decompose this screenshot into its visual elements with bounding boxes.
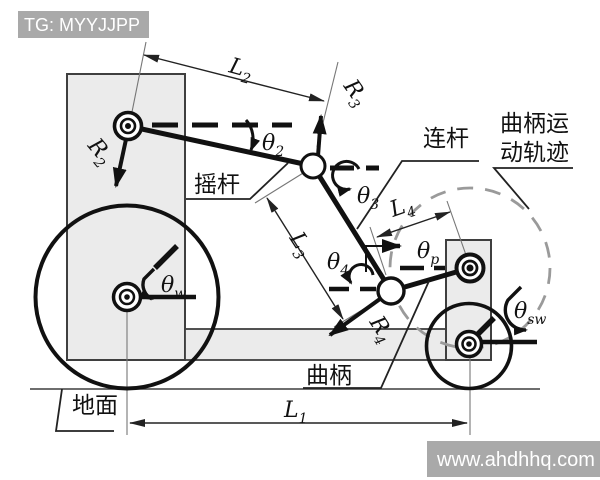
- dim-l4: [376, 211, 451, 238]
- r3-arrow: [312, 114, 327, 157]
- joints: [112, 110, 486, 306]
- label-L4: L4: [386, 191, 419, 226]
- theta4-arc: [340, 263, 375, 285]
- watermark-top-left-text: TG: MYYJJPP: [24, 15, 140, 35]
- watermark-top-left: TG: MYYJJPP: [18, 11, 149, 38]
- label-trajectory-line2: 动轨迹: [500, 140, 569, 166]
- left-hub-center: [124, 294, 130, 300]
- dim-l2: [143, 54, 325, 102]
- connecting-rod-leader: [356, 160, 479, 230]
- left-wheel: [33, 203, 221, 391]
- ext-l4-pin: [369, 226, 387, 276]
- watermark-bottom-right: www.ahdhhq.com: [427, 441, 600, 477]
- crank-leader: [303, 280, 430, 389]
- component-labels: 摇杆 连杆 曲柄运 动轨迹 曲柄 地面: [72, 111, 569, 419]
- label-trajectory-line1: 曲柄运: [500, 111, 569, 137]
- label-theta3: θ3: [357, 184, 379, 213]
- right-wheel-rim: [424, 301, 514, 391]
- label-theta-sw: θsw: [514, 299, 546, 328]
- crank-pivot-center: [466, 264, 474, 272]
- ext-l4-pivot: [446, 200, 467, 256]
- label-theta-w: θw: [161, 273, 186, 302]
- ext-l2-left: [130, 41, 147, 118]
- right-hub-center: [466, 341, 472, 347]
- rocker-leader: [186, 162, 289, 200]
- frame-chassis-bar: [184, 328, 447, 361]
- label-theta2: θ2: [262, 131, 284, 160]
- ground-leader: [54, 388, 114, 432]
- left-wheel-spoke: [153, 244, 179, 270]
- label-ground: 地面: [72, 393, 118, 419]
- connecting-rod-link: [310, 163, 394, 294]
- label-L1: L1: [283, 398, 308, 427]
- reference-dashes: [152, 122, 445, 292]
- crank-pin-joint: [376, 276, 406, 306]
- label-leaders: [54, 160, 573, 432]
- dimension-lines: [129, 54, 468, 427]
- label-L2: L2: [224, 53, 255, 87]
- theta-sw-arc: [503, 285, 528, 336]
- label-theta-p: θp: [417, 239, 439, 268]
- right-wheel: [424, 285, 537, 391]
- rocker-link: [125, 123, 316, 169]
- dim-l3: [266, 197, 344, 320]
- ext-l3-top: [254, 169, 309, 204]
- angle-arcs: [244, 118, 402, 285]
- label-connecting-rod: 连杆: [423, 126, 469, 152]
- rocker-pivot-center: [125, 123, 131, 129]
- watermark-top-left-bg: [18, 11, 149, 38]
- watermark-bottom-right-bg: [427, 441, 600, 477]
- theta-w-arc: [139, 267, 156, 301]
- trajectory-leader: [492, 167, 573, 210]
- label-theta4: θ4: [327, 250, 349, 279]
- watermark-bottom-right-text: www.ahdhhq.com: [436, 449, 595, 471]
- joint-rocker-rod: [299, 152, 327, 180]
- theta3-arc: [331, 159, 361, 197]
- label-crank: 曲柄: [306, 363, 352, 389]
- left-wheel-rim: [33, 203, 221, 391]
- theta2-arc: [244, 118, 261, 152]
- label-rocker: 摇杆: [194, 172, 240, 198]
